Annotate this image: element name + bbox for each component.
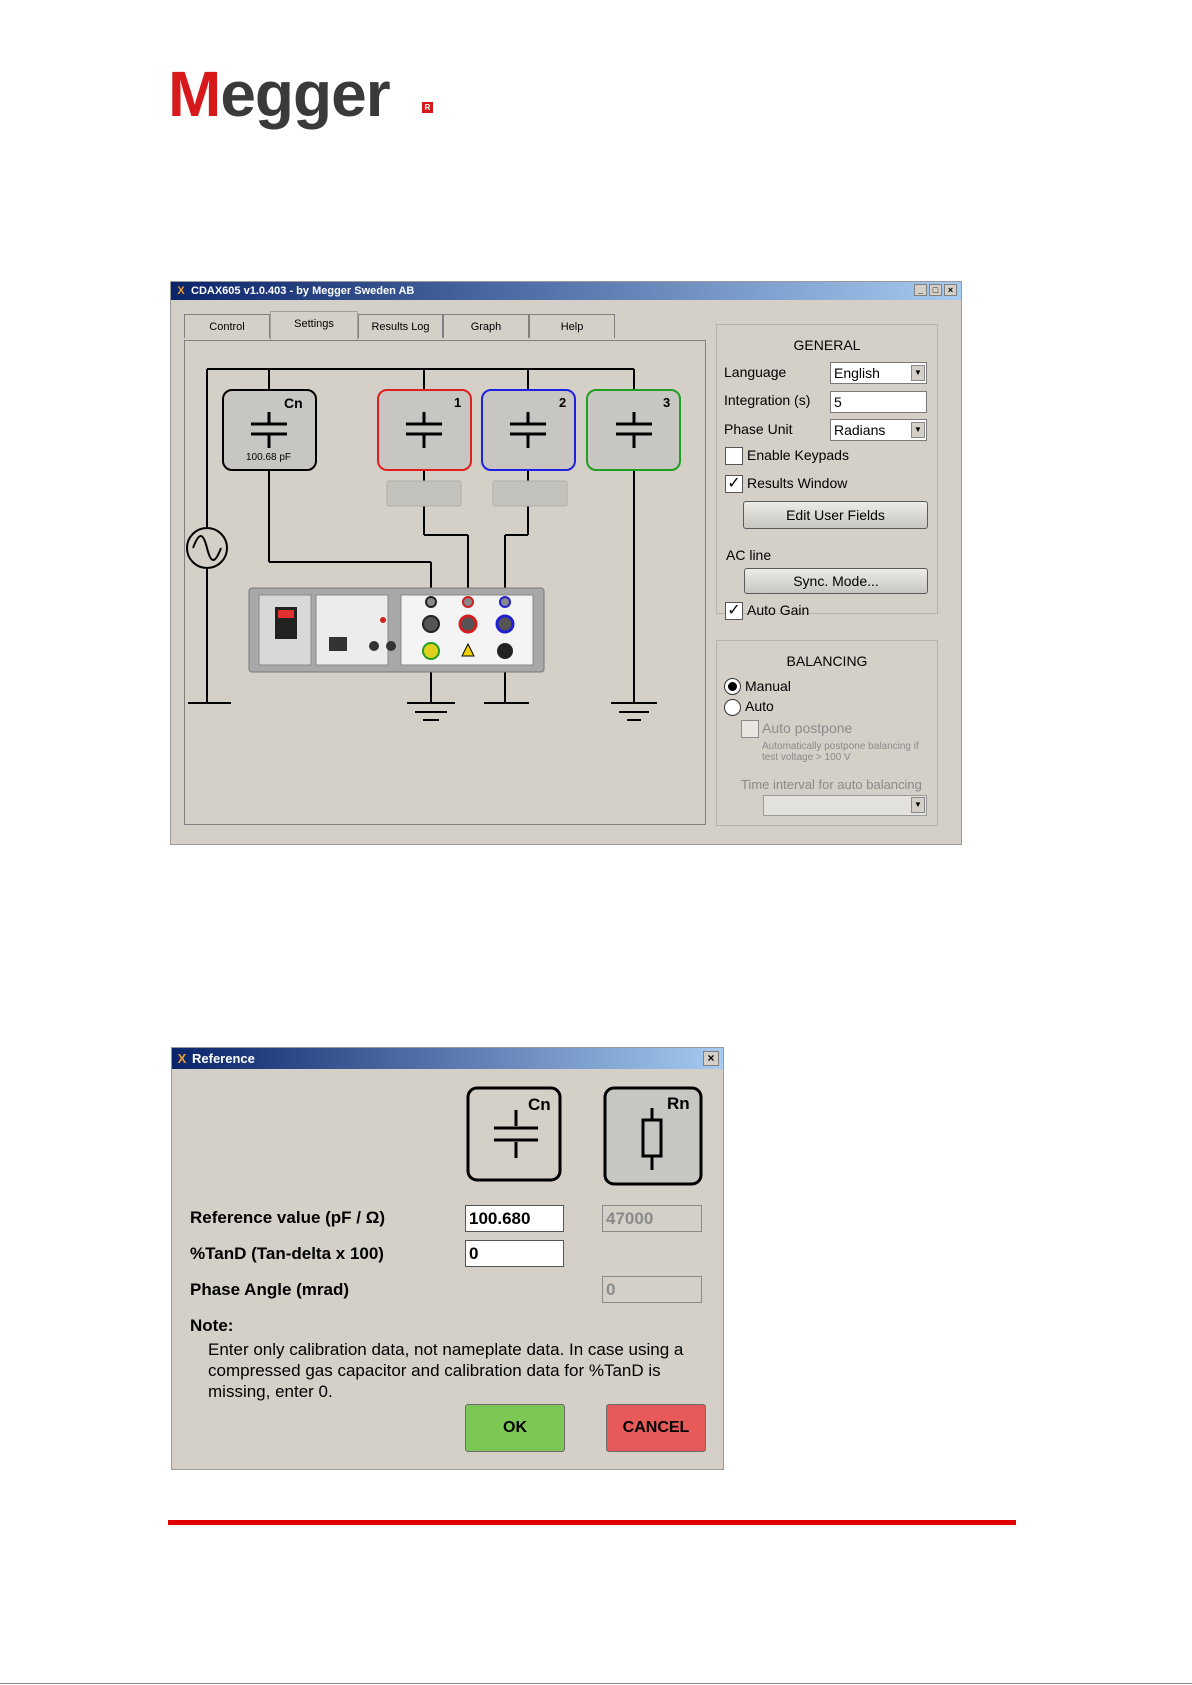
minimize-button[interactable]: _ xyxy=(914,284,927,296)
enable-keypads-label: Enable Keypads xyxy=(747,447,849,463)
megger-logo: Megger R xyxy=(168,62,433,126)
enable-keypads-checkbox[interactable] xyxy=(725,447,743,465)
tand-input[interactable]: 0 xyxy=(465,1240,564,1267)
channel-1-label: 1 xyxy=(454,395,462,410)
phase-angle-label: Phase Angle (mrad) xyxy=(190,1280,350,1299)
auto-postpone-help-2: test voltage > 100 V xyxy=(762,752,851,763)
tab-control[interactable]: Control xyxy=(184,314,270,338)
logo-letter-m: M xyxy=(168,58,221,130)
note-title: Note: xyxy=(190,1316,234,1335)
auto-gain-checkbox[interactable]: ✓ xyxy=(725,602,743,620)
edit-user-fields-button[interactable]: Edit User Fields xyxy=(743,501,928,529)
channel-2-label: 2 xyxy=(559,395,567,410)
reference-titlebar: X Reference × xyxy=(172,1048,723,1069)
note-line-1: Enter only calibration data, not namepla… xyxy=(208,1340,684,1359)
phase-unit-select[interactable]: Radians ▼ xyxy=(830,419,927,441)
window-title: CDAX605 v1.0.403 - by Megger Sweden AB xyxy=(191,285,415,297)
reference-type-icons xyxy=(466,1086,703,1186)
rn-resistor-icon xyxy=(603,1086,703,1186)
integration-input[interactable]: 5 xyxy=(830,391,927,413)
tab-results-log[interactable]: Results Log xyxy=(358,314,443,338)
page-bottom-rule xyxy=(0,1683,1192,1684)
cn-label: Cn xyxy=(528,1095,551,1114)
balancing-title: BALANCING xyxy=(786,653,868,669)
cn-capacitor-icon xyxy=(222,389,317,471)
manual-label: Manual xyxy=(745,678,791,694)
phase-angle-input[interactable]: 0 xyxy=(602,1276,702,1303)
time-interval-select[interactable]: ▼ xyxy=(763,795,927,816)
general-group xyxy=(716,324,938,614)
language-select[interactable]: English ▼ xyxy=(830,362,927,384)
device-panel-icon xyxy=(248,587,545,673)
channel-3-icon xyxy=(586,389,681,471)
cancel-button[interactable]: CANCEL xyxy=(606,1404,706,1452)
chevron-down-icon[interactable]: ▼ xyxy=(911,365,925,381)
reference-dialog: X Reference × Cn Rn Reference value (pF /… xyxy=(171,1047,724,1470)
results-window-label: Results Window xyxy=(747,475,848,491)
settings-panel xyxy=(184,340,706,825)
auto-postpone-help-1: Automatically postpone balancing if xyxy=(762,741,919,752)
reference-value-cn-input[interactable]: 100.680 xyxy=(465,1205,564,1232)
tab-help[interactable]: Help xyxy=(529,314,615,338)
cn-value: 100.68 pF xyxy=(246,452,292,463)
auto-gain-label: Auto Gain xyxy=(747,602,810,618)
connection-diagram xyxy=(186,368,681,721)
reference-value-label: Reference value (pF / Ω) xyxy=(190,1208,386,1227)
general-title: GENERAL xyxy=(793,337,861,353)
rn-label: Rn xyxy=(667,1094,690,1113)
results-window-checkbox[interactable]: ✓ xyxy=(725,475,743,493)
auto-label: Auto xyxy=(745,698,774,714)
integration-label: Integration (s) xyxy=(724,392,811,408)
chevron-down-icon[interactable]: ▼ xyxy=(911,797,925,813)
time-interval-label: Time interval for auto balancing xyxy=(741,777,922,792)
reference-value-rn-input[interactable]: 47000 xyxy=(602,1205,702,1232)
manual-radio[interactable] xyxy=(724,678,741,695)
auto-radio[interactable] xyxy=(724,699,741,716)
channel-3-label: 3 xyxy=(663,395,671,410)
sync-mode-button[interactable]: Sync. Mode... xyxy=(744,568,928,594)
language-value: English xyxy=(834,365,880,381)
phase-unit-label: Phase Unit xyxy=(724,421,793,437)
balancing-group xyxy=(716,640,938,826)
close-button[interactable]: × xyxy=(944,284,957,296)
close-button[interactable]: × xyxy=(703,1051,719,1066)
auto-postpone-checkbox[interactable] xyxy=(741,720,759,738)
reference-title: Reference xyxy=(192,1051,255,1066)
tand-label: %TanD (Tan-delta x 100) xyxy=(190,1244,384,1263)
ac-line-label: AC line xyxy=(726,547,772,563)
app-icon: X xyxy=(177,1051,187,1066)
footer-red-rule xyxy=(168,1520,1016,1525)
phase-unit-value: Radians xyxy=(834,422,886,438)
chevron-down-icon[interactable]: ▼ xyxy=(911,422,925,438)
channel-1-icon xyxy=(377,389,472,471)
auto-postpone-label: Auto postpone xyxy=(762,720,853,736)
cn-capacitor-icon xyxy=(466,1086,562,1182)
language-label: Language xyxy=(724,364,787,380)
cn-label: Cn xyxy=(284,395,303,411)
app-icon: X xyxy=(177,285,185,297)
tab-graph[interactable]: Graph xyxy=(443,314,529,338)
registered-mark: R xyxy=(422,102,433,113)
maximize-button[interactable]: □ xyxy=(929,284,942,296)
note-line-3: missing, enter 0. xyxy=(208,1382,333,1401)
ok-button[interactable]: OK xyxy=(465,1404,565,1452)
note-line-2: compressed gas capacitor and calibration… xyxy=(208,1361,661,1380)
tab-settings[interactable]: Settings xyxy=(270,311,358,340)
logo-text: egger xyxy=(220,58,390,130)
channel-2-icon xyxy=(481,389,576,471)
